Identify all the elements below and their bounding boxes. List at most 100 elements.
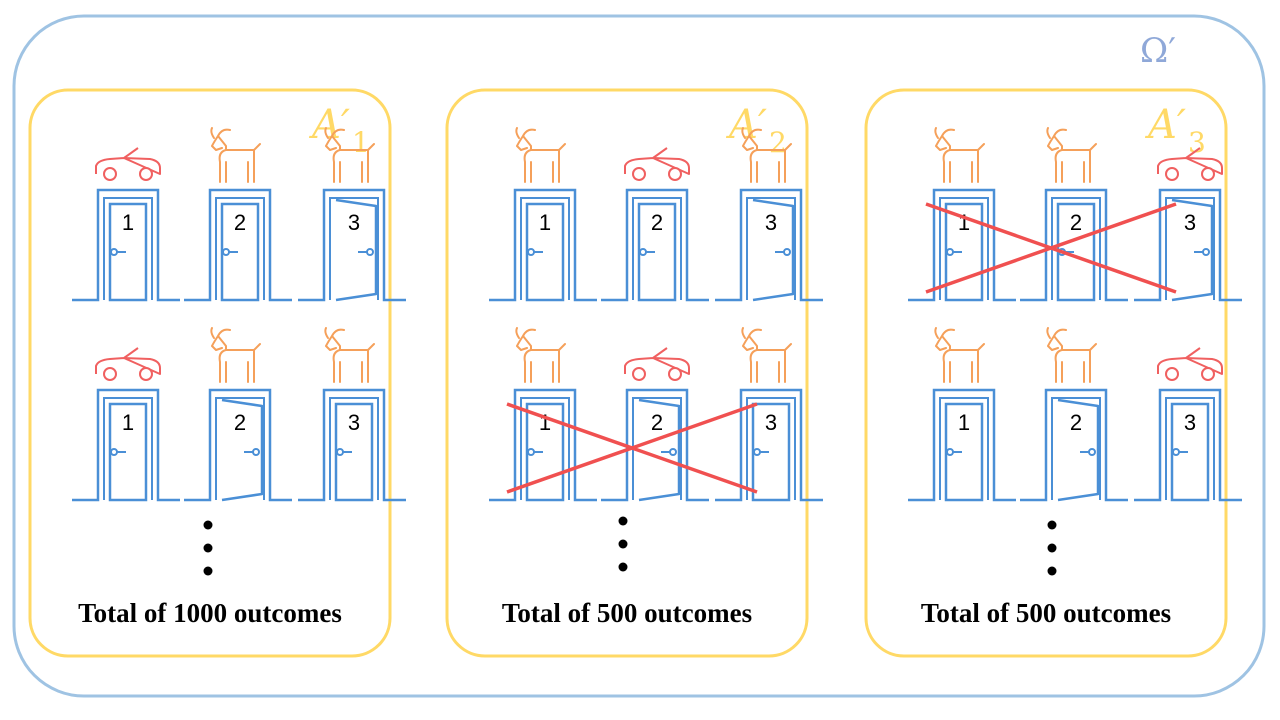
door-number: 3 xyxy=(1184,410,1196,435)
goat-outline xyxy=(324,127,375,183)
cross-line xyxy=(925,202,1177,294)
door-number: 1 xyxy=(958,210,970,235)
car-wheel xyxy=(632,367,646,381)
cross-out-mark xyxy=(506,402,758,494)
car-wheel xyxy=(1165,367,1179,381)
car-body xyxy=(95,147,161,175)
door-frame xyxy=(298,188,406,302)
door-number: 1 xyxy=(122,410,134,435)
car-wheel xyxy=(1165,167,1179,181)
door-knob xyxy=(222,248,230,256)
door-number: 3 xyxy=(348,210,360,235)
omega-label: Ω′ xyxy=(1140,31,1176,71)
door-knob xyxy=(753,448,761,456)
door-inner-frame xyxy=(103,197,153,300)
door-frame xyxy=(908,388,1016,502)
door-frame xyxy=(601,388,709,502)
door-knob xyxy=(527,448,535,456)
ellipsis-dot xyxy=(618,516,628,526)
outcome-row: 1 2 3 xyxy=(908,127,1242,302)
door-inner-frame xyxy=(632,197,682,300)
door-inner-frame xyxy=(215,197,265,300)
door-inner-frame xyxy=(103,397,153,500)
panel-border xyxy=(864,88,1228,658)
door-number: 3 xyxy=(1184,210,1196,235)
closed-door-panel xyxy=(1056,202,1096,302)
ellipsis-dot xyxy=(203,543,213,553)
goat-icon xyxy=(210,327,261,383)
goat-outline xyxy=(324,327,375,383)
door-inner-frame xyxy=(1165,397,1215,500)
door-number: 3 xyxy=(765,410,777,435)
goat-outline xyxy=(1046,127,1097,183)
door-frame xyxy=(715,388,823,502)
door-inner-frame xyxy=(329,397,379,500)
door-inner-frame xyxy=(215,397,265,500)
door-knob xyxy=(366,248,374,256)
door-number: 3 xyxy=(348,410,360,435)
car-icon xyxy=(95,147,161,181)
ellipsis: ⋮ xyxy=(203,520,213,576)
set-label: A′ xyxy=(1144,102,1186,148)
goat-outline xyxy=(210,327,261,383)
ellipsis-dot xyxy=(618,562,628,572)
door-knob xyxy=(669,448,677,456)
total-outcomes-label: Total of 500 outcomes xyxy=(502,598,752,628)
door-frame xyxy=(298,388,406,502)
car-wheel xyxy=(1201,367,1215,381)
door-inner-frame xyxy=(520,197,570,300)
door-knob xyxy=(1088,448,1096,456)
door-inner-frame xyxy=(1165,197,1215,300)
door-number: 2 xyxy=(234,210,246,235)
open-door-panel xyxy=(638,398,681,502)
ellipsis: ⋮ xyxy=(618,516,628,576)
car-body xyxy=(1157,147,1223,175)
car-icon xyxy=(95,347,161,381)
cross-out-mark xyxy=(925,202,1177,294)
panel-border xyxy=(28,88,392,658)
goat-outline xyxy=(741,327,792,383)
set-subscript: 3 xyxy=(1188,126,1206,159)
door-frame xyxy=(601,188,709,302)
door-inner-frame xyxy=(746,397,796,500)
ellipsis-dot xyxy=(1047,520,1057,530)
door-inner-frame xyxy=(746,197,796,300)
goat-icon xyxy=(1046,327,1097,383)
total-outcomes-label: Total of 1000 outcomes xyxy=(78,598,342,628)
goat-icon xyxy=(210,127,261,183)
goat-icon xyxy=(741,127,792,183)
car-icon xyxy=(624,347,690,381)
goat-icon xyxy=(934,127,985,183)
door-number: 2 xyxy=(1070,210,1082,235)
goat-icon xyxy=(515,127,566,183)
goat-outline xyxy=(934,127,985,183)
car-wheel xyxy=(103,367,117,381)
total-outcomes-label: Total of 500 outcomes xyxy=(921,598,1171,628)
door-number: 2 xyxy=(651,210,663,235)
goat-outline xyxy=(934,327,985,383)
open-door-panel xyxy=(1057,398,1100,502)
ellipsis-text: ⋮ xyxy=(623,575,624,576)
goat-icon xyxy=(741,327,792,383)
door-frame xyxy=(72,388,180,502)
door-number: 1 xyxy=(539,410,551,435)
open-door-panel xyxy=(221,398,264,502)
open-door-panel xyxy=(1171,198,1214,302)
goat-outline xyxy=(741,127,792,183)
door-frame xyxy=(184,388,292,502)
goat-icon xyxy=(1046,127,1097,183)
door-knob xyxy=(783,248,791,256)
panel-border xyxy=(445,88,809,658)
door-frame xyxy=(489,388,597,502)
car-body xyxy=(624,347,690,375)
ellipsis-dot xyxy=(1047,566,1057,576)
door-knob xyxy=(1202,248,1210,256)
goat-icon xyxy=(324,327,375,383)
door-number: 2 xyxy=(1070,410,1082,435)
door-number: 1 xyxy=(122,210,134,235)
